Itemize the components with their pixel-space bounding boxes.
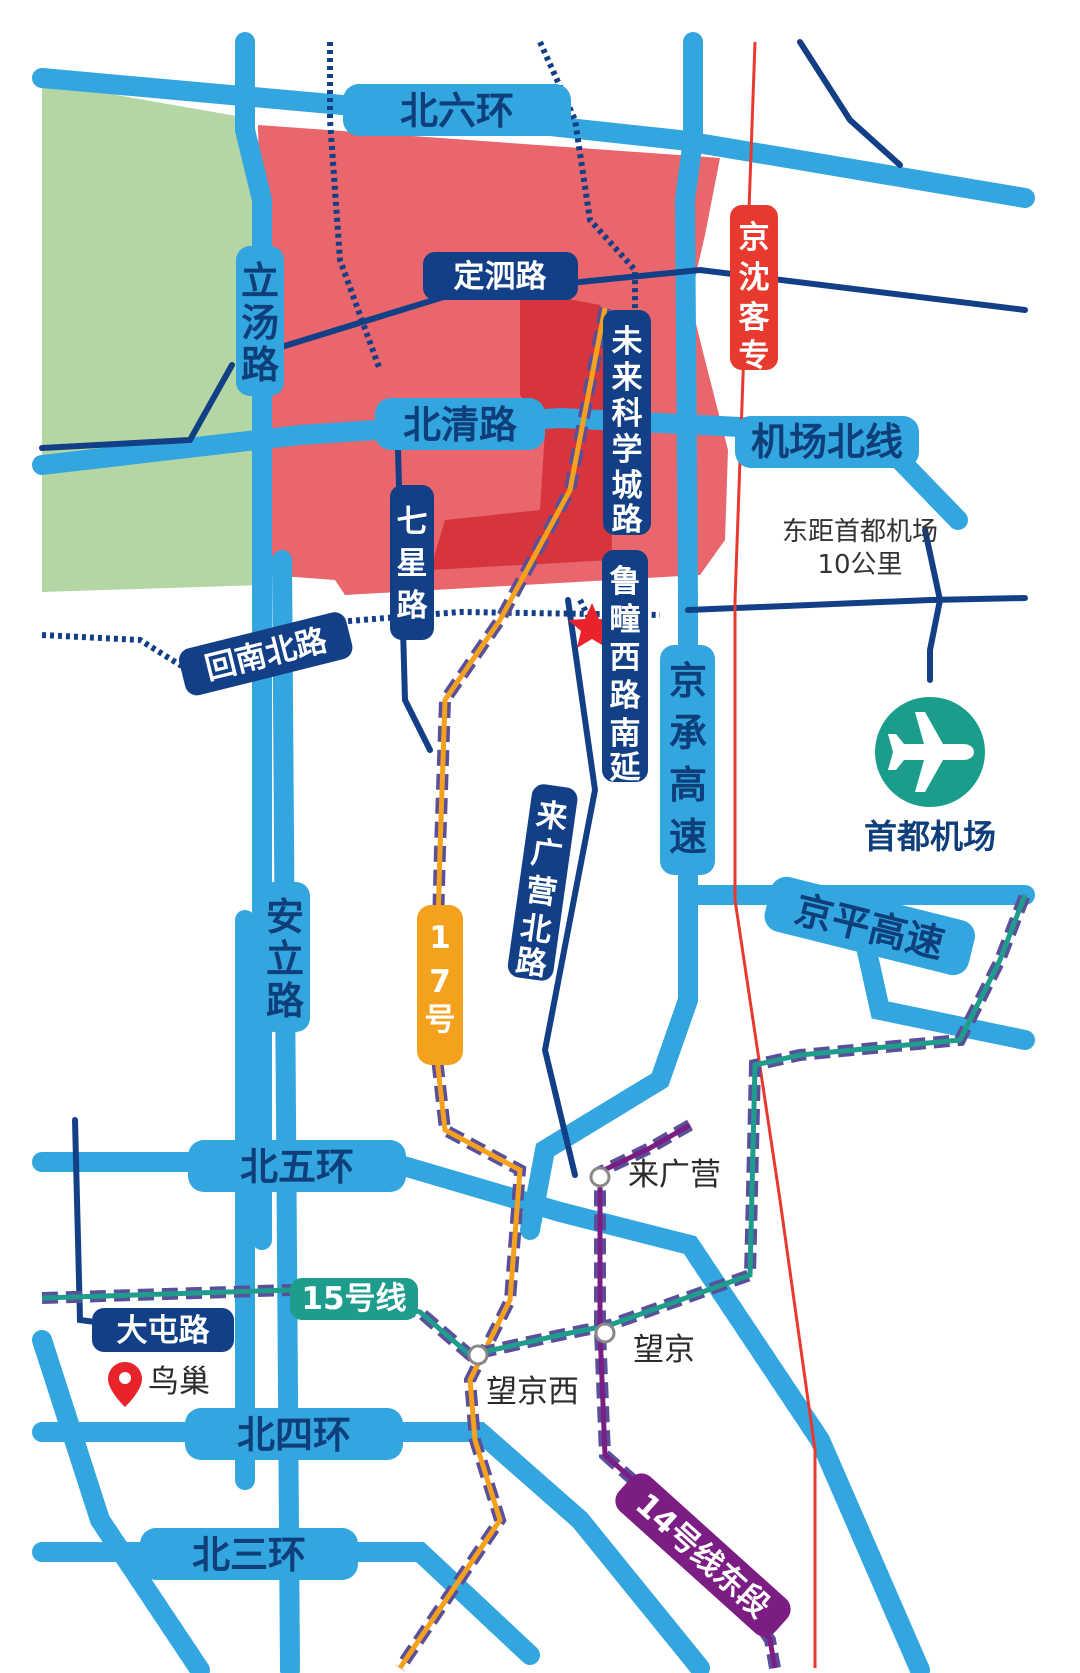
svg-text:未: 未 [612,324,643,360]
svg-text:速: 速 [669,815,707,859]
svg-text:承: 承 [669,711,707,755]
station-wangjingxi: 望京西 [486,1374,579,1410]
label-litang-road: 立 汤 路 [236,246,284,396]
svg-text:星: 星 [397,546,428,582]
svg-text:京: 京 [669,659,707,703]
airport-distance-line1: 东距首都机场 [782,517,938,547]
station-wangjing: 望京 [633,1332,695,1368]
label-north-6th-ring: 北六环 [343,84,571,136]
niaochao-pin-icon [108,1362,142,1407]
svg-text:客: 客 [739,300,770,336]
label-north-5th-ring: 北五环 [188,1140,406,1192]
station-niaochao: 鸟巢 [148,1364,210,1400]
label-line15: 15号线 [290,1278,418,1320]
label-beiqing-road: 北清路 [375,398,545,450]
svg-text:北四环: 北四环 [237,1413,351,1457]
airport-name: 首都机场 [864,817,996,856]
svg-text:南: 南 [610,716,641,752]
svg-text:北五环: 北五环 [240,1145,354,1189]
svg-text:7: 7 [429,964,451,1000]
label-anli-road: 安 立 路 [260,882,310,1032]
station-laiguangying: 来广营 [628,1157,721,1193]
label-datun-road: 大屯路 [92,1308,234,1352]
label-qixing-road: 七 星 路 [390,485,434,640]
label-lutong-xilu-nanyan: 鲁 疃 西 路 南 延 [602,550,648,786]
svg-text:延: 延 [609,750,642,786]
svg-text:高: 高 [669,763,707,807]
svg-text:来: 来 [612,360,643,396]
label-north-4th-ring: 北四环 [185,1408,403,1460]
svg-text:京: 京 [739,220,770,256]
svg-text:北三环: 北三环 [192,1533,306,1577]
svg-text:疃: 疃 [610,602,641,638]
svg-text:学: 学 [612,432,643,468]
label-line14-east: 14号线东段 [615,1473,791,1637]
svg-text:15号线: 15号线 [301,1281,406,1317]
svg-text:来: 来 [534,797,570,837]
metro-line17 [395,306,611,1672]
label-jingcheng-expressway: 京 承 高 速 [660,645,715,875]
svg-text:汤: 汤 [241,301,279,345]
station-marker-laiguangying [589,1166,611,1188]
station-marker-wangjing [594,1322,616,1344]
airport-plane-icon [875,697,985,807]
svg-text:鲁: 鲁 [610,564,641,600]
label-line17: 1 7 号 [417,905,463,1065]
svg-text:机场北线: 机场北线 [751,420,903,464]
label-north-3rd-ring: 北三环 [140,1528,358,1580]
svg-text:七: 七 [397,504,428,540]
svg-text:北清路: 北清路 [403,403,518,447]
label-dingsi-road: 定泗路 [423,252,578,300]
svg-text:路: 路 [612,502,644,538]
svg-text:西: 西 [610,640,641,676]
svg-text:科: 科 [612,396,643,432]
label-jingshen-rail: 京 沈 客 专 [730,205,778,374]
svg-text:沈: 沈 [739,260,770,296]
svg-text:路: 路 [610,678,642,714]
svg-text:号: 号 [425,1002,456,1038]
svg-text:北: 北 [518,910,554,950]
svg-text:路: 路 [266,979,305,1023]
svg-text:路: 路 [397,588,429,624]
station-marker-wangjingxi [467,1344,489,1366]
svg-text:1: 1 [429,920,451,956]
svg-text:广: 广 [529,834,565,874]
svg-text:定泗路: 定泗路 [454,259,548,295]
svg-text:专: 专 [739,338,770,374]
svg-text:营: 营 [523,872,559,912]
rail-jingshen [733,41,817,1668]
airport-distance-line2: 10公里 [817,550,902,580]
svg-text:城: 城 [612,468,643,504]
label-airport-north-line: 机场北线 [735,416,919,468]
svg-text:安: 安 [266,895,304,939]
svg-text:大屯路: 大屯路 [117,1313,211,1349]
svg-text:北六环: 北六环 [400,89,514,133]
label-laiguangying-north-road: 来 广 营 北 路 [507,784,578,983]
svg-text:立: 立 [266,937,304,981]
label-weilai-kexuecheng-road: 未 来 科 学 城 路 [603,310,651,538]
svg-text:立: 立 [241,259,279,303]
green-area [42,82,264,592]
svg-text:路: 路 [513,943,550,983]
svg-text:路: 路 [241,343,280,387]
